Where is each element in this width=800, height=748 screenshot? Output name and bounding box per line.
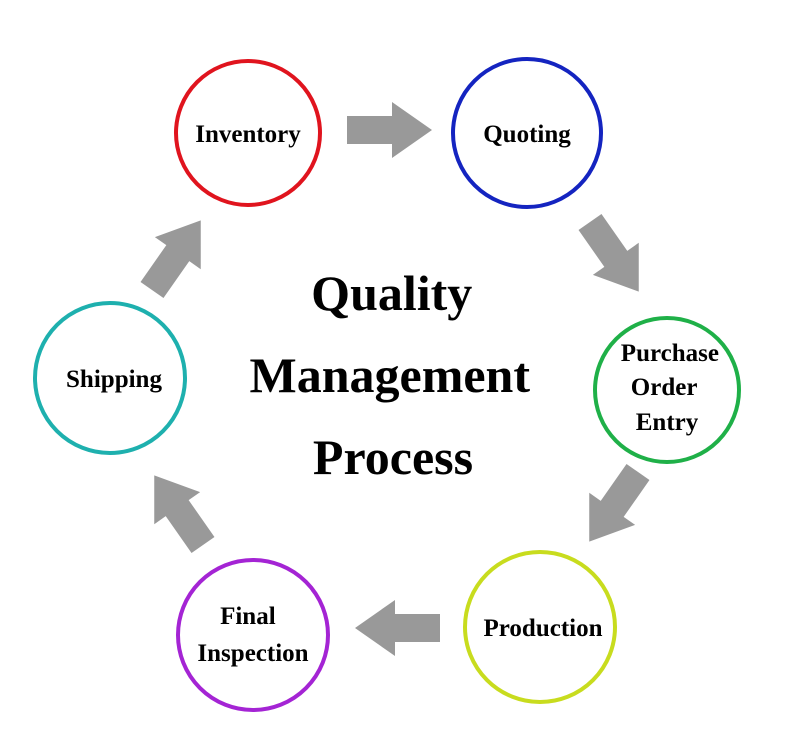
step-inventory: Inventory: [174, 59, 322, 207]
swirl-quoting: [584, 87, 603, 126]
arrow-quoting-to-purchase-order: [567, 205, 662, 308]
label-quoting: Quoting: [483, 121, 571, 148]
circle-final-inspection: [176, 558, 330, 712]
swirl-production: [598, 581, 617, 621]
label-production: Production: [484, 615, 603, 642]
arrow-production-to-final-inspection: [355, 600, 440, 656]
swirl-purchase-order-entry: [723, 346, 741, 383]
swirl-final-inspection: [311, 589, 330, 629]
step-purchase-order-entry: Purchase Order Entry: [593, 316, 741, 464]
step-shipping: Shipping: [33, 301, 187, 455]
circle-shipping: [33, 301, 187, 455]
label-final-inspection: Final Inspection: [197, 603, 308, 667]
arrow-inventory-to-quoting: [347, 102, 432, 158]
arrow-final-inspection-to-shipping: [131, 459, 226, 562]
swirl-shipping: [168, 332, 187, 372]
circle-quoting: [451, 57, 603, 209]
circle-purchase-order-entry: [593, 316, 741, 464]
step-final-inspection: Final Inspection: [176, 558, 330, 712]
step-production: Production: [463, 550, 617, 704]
label-shipping: Shipping: [66, 366, 162, 393]
label-inventory: Inventory: [195, 121, 301, 148]
swirl-inventory: [304, 89, 322, 126]
step-quoting: Quoting: [451, 57, 603, 209]
arrow-shipping-to-inventory: [129, 204, 224, 307]
circle-production: [463, 550, 617, 704]
label-purchase-order-entry: Purchase Order Entry: [621, 340, 725, 436]
arrow-purchase-order-to-production: [566, 455, 661, 558]
diagram-title: Quality Management Process: [250, 265, 543, 485]
circle-inventory: [174, 59, 322, 207]
